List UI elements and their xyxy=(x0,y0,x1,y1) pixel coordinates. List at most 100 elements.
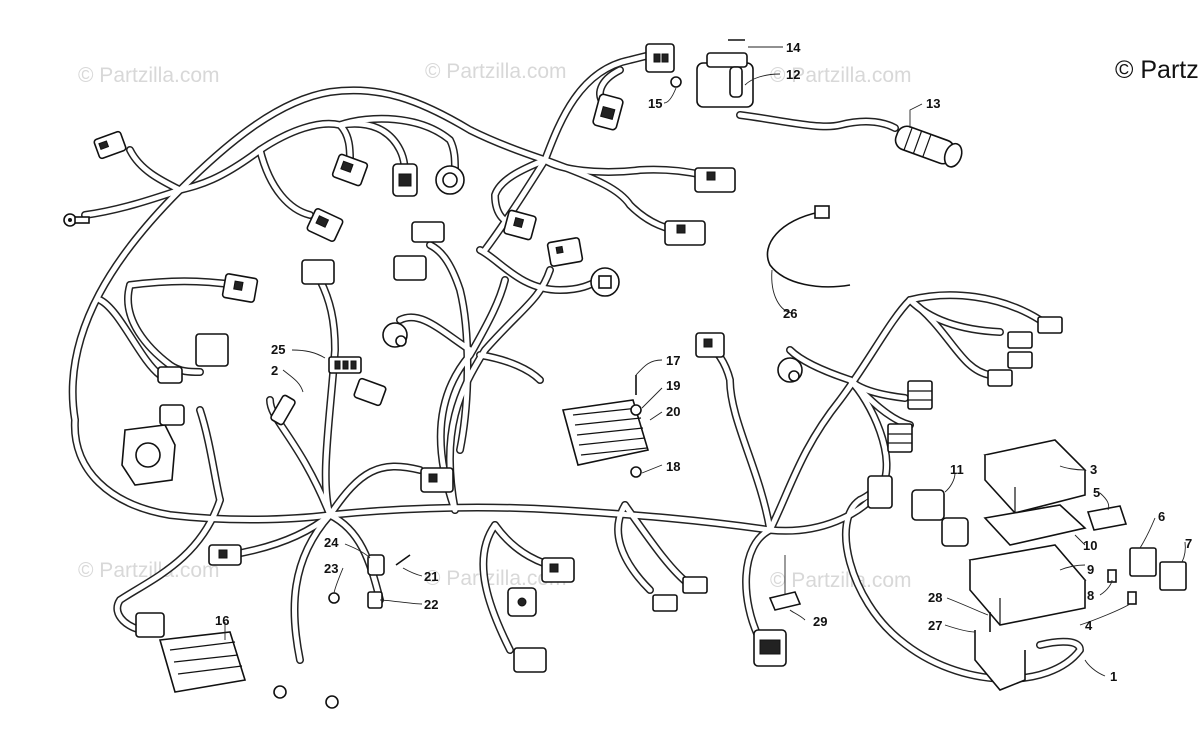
connector-part xyxy=(1007,351,1033,369)
leader-lines xyxy=(224,46,1186,677)
connector-part xyxy=(93,130,127,160)
nut-part xyxy=(328,592,340,604)
fuse-box-part xyxy=(968,544,1087,626)
connector-part xyxy=(306,207,344,243)
callout-27: 27 xyxy=(928,618,942,633)
bracket-part xyxy=(974,630,1026,691)
callout-17: 17 xyxy=(666,353,680,368)
callout-29: 29 xyxy=(813,614,827,629)
callout-19: 19 xyxy=(666,378,680,393)
relay-part xyxy=(1129,547,1157,577)
connector-part xyxy=(592,93,624,131)
gasket-part xyxy=(983,504,1087,546)
callout-18: 18 xyxy=(666,459,680,474)
connector-part xyxy=(1007,331,1033,349)
connector-part xyxy=(887,423,913,453)
connector-part xyxy=(353,377,387,407)
connector-part xyxy=(507,587,537,617)
connector-part xyxy=(208,544,242,566)
connector-part xyxy=(513,647,547,673)
connector-part xyxy=(664,220,706,246)
connector-part xyxy=(382,322,408,348)
connector-part xyxy=(682,576,708,594)
connector-part xyxy=(411,221,445,243)
callout-24: 24 xyxy=(324,535,339,550)
callout-21: 21 xyxy=(424,569,438,584)
connector-part xyxy=(590,267,620,297)
starter-relay-part xyxy=(696,52,754,108)
callout-14: 14 xyxy=(786,40,801,55)
connector-part xyxy=(328,356,362,374)
watermark: © Partzilla.com xyxy=(78,559,220,582)
nut-part xyxy=(630,466,642,478)
sensor-part xyxy=(121,404,185,486)
connector-part xyxy=(541,557,575,583)
bracket-part xyxy=(367,554,385,576)
connectors xyxy=(63,43,1063,709)
connector-part xyxy=(273,685,339,709)
connector-part xyxy=(270,394,296,426)
cable-tie-head xyxy=(814,205,830,219)
connector-part xyxy=(1037,316,1063,334)
callout-23: 23 xyxy=(324,561,338,576)
watermark: © Partzilla.com xyxy=(770,64,912,87)
connector-part xyxy=(987,369,1013,387)
watermark: © Partzilla.com xyxy=(78,64,220,87)
connector-part xyxy=(645,43,675,73)
connector-part xyxy=(331,153,369,187)
connector-part xyxy=(867,475,893,509)
control-module-part xyxy=(158,631,247,693)
connector-part xyxy=(420,467,454,493)
callout-15: 15 xyxy=(648,96,662,111)
callout-13: 13 xyxy=(926,96,940,111)
connector-part xyxy=(911,489,945,521)
washer-part xyxy=(630,404,642,416)
connector-part xyxy=(392,163,418,197)
callout-labels: 1 2 3 4 5 6 7 8 9 10 11 12 13 14 15 16 1… xyxy=(215,40,1192,684)
connector-part xyxy=(157,366,183,384)
callout-8: 8 xyxy=(1087,588,1094,603)
callout-1: 1 xyxy=(1110,669,1117,684)
callout-11: 11 xyxy=(950,462,964,477)
connector-part xyxy=(941,517,969,547)
connector-part xyxy=(503,209,537,241)
callout-22: 22 xyxy=(424,597,438,612)
fuse-part xyxy=(1127,591,1137,605)
connector-part xyxy=(694,167,736,193)
callout-7: 7 xyxy=(1185,536,1192,551)
connector-part xyxy=(777,357,803,383)
copyright-text: © Partz xyxy=(1115,56,1199,84)
callout-5: 5 xyxy=(1093,485,1100,500)
callout-28: 28 xyxy=(928,590,942,605)
connector-part xyxy=(135,612,165,638)
watermark: © Partzilla.com xyxy=(425,60,567,83)
connector-part xyxy=(652,594,678,612)
callout-25: 25 xyxy=(271,342,285,357)
clip-part xyxy=(768,591,802,611)
screw-part xyxy=(395,554,411,566)
callout-10: 10 xyxy=(1083,538,1097,553)
watermark: © Partzilla.com xyxy=(770,569,912,592)
connector-part xyxy=(221,273,259,303)
nut-part xyxy=(670,76,682,88)
ring-terminal-icon xyxy=(63,213,90,227)
callout-3: 3 xyxy=(1090,462,1097,477)
callout-20: 20 xyxy=(666,404,680,419)
boot-part xyxy=(894,125,963,168)
connector-part xyxy=(393,255,427,281)
fuse-box-cover-part xyxy=(983,439,1087,514)
callout-26: 26 xyxy=(783,306,797,321)
callout-4: 4 xyxy=(1085,618,1093,633)
callout-12: 12 xyxy=(786,67,800,82)
callout-6: 6 xyxy=(1158,509,1165,524)
connector-part xyxy=(435,165,465,195)
callout-9: 9 xyxy=(1087,562,1094,577)
callout-16: 16 xyxy=(215,613,229,628)
cable-tie-part xyxy=(766,211,851,288)
callout-2: 2 xyxy=(271,363,278,378)
watermark: © Partzilla.com xyxy=(425,567,567,590)
connector-part xyxy=(546,237,584,267)
connector-part xyxy=(195,333,229,367)
